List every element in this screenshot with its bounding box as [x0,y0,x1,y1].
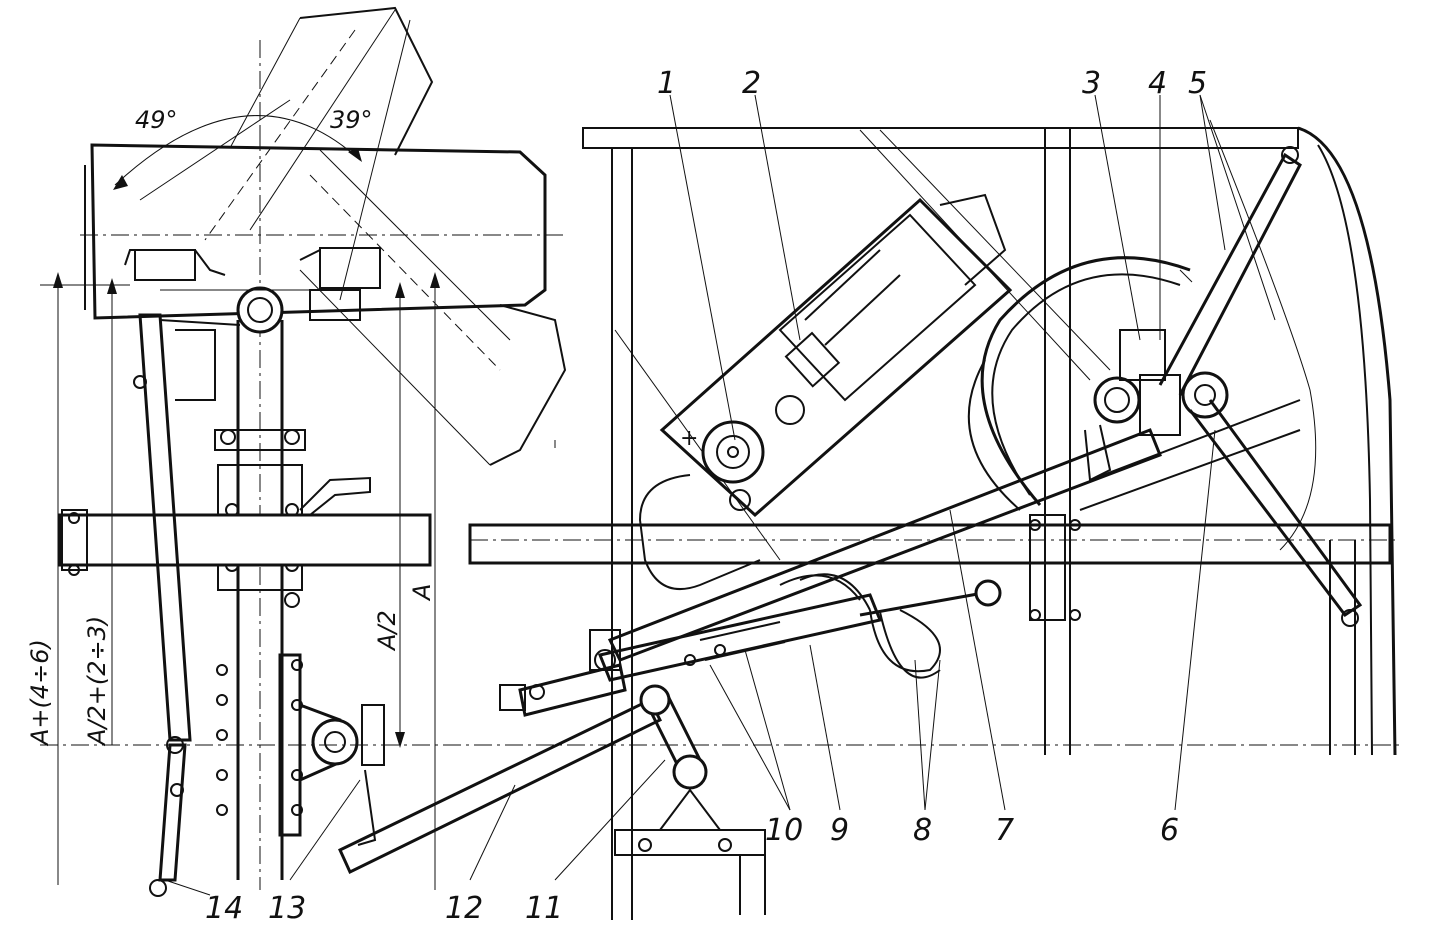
front-axle [58,476,432,576]
plan-view: + [338,119,1400,920]
motor-unit: + [638,193,1013,590]
hub-assembly [124,247,381,334]
plus-terminal: + [680,426,698,451]
wheel-tire-body [80,40,565,890]
callout-4: 4 [1148,66,1167,101]
callout-labels: 1 2 3 4 5 6 7 8 9 10 11 12 13 14 [205,66,1207,926]
front-view: 49° 39° A+(4÷6) A/2+(2÷3) A/2 A [26,6,1400,897]
callout-12: 12 [445,891,483,926]
steering-gearbox [216,653,385,846]
dim-a-label: A [408,584,436,602]
dim-half-label: A/2+(2÷3) [83,616,111,747]
hydraulic-cylinder [597,514,1081,682]
dim-a-half-label: A/2 [373,610,401,652]
drag-link [133,313,241,897]
vehicle-frame [468,126,1400,920]
callout-6: 6 [1160,813,1179,848]
arc-arrow-right [348,148,362,162]
angle-49-label: 49° [135,106,178,134]
frame-beam [175,320,306,880]
main-rod [607,399,1301,662]
callout-11: 11 [525,891,563,926]
callout-2: 2 [742,66,761,101]
dim-full-label: A+(4÷6) [26,639,54,747]
rotated-wheel-outline [139,6,567,466]
arc-arrow-left [113,175,128,190]
callout-8: 8 [913,813,932,848]
lower-bracket [638,684,732,852]
callout-5: 5 [1188,66,1207,101]
callout-7: 7 [995,813,1014,848]
steering-angle-arc [114,115,361,186]
callout-10: 10 [765,813,803,848]
callout-1: 1 [657,66,676,101]
leader-lines [164,94,1276,896]
callout-9: 9 [830,813,849,848]
joint-block [589,629,726,671]
callout-13: 13 [268,891,306,926]
angle-39-label: 39° [330,106,373,134]
callout-3: 3 [1082,66,1101,101]
callout-14: 14 [205,891,243,926]
dimension-lines [40,272,1400,890]
front-steering-arm [338,663,663,875]
tie-rods [1158,119,1363,627]
